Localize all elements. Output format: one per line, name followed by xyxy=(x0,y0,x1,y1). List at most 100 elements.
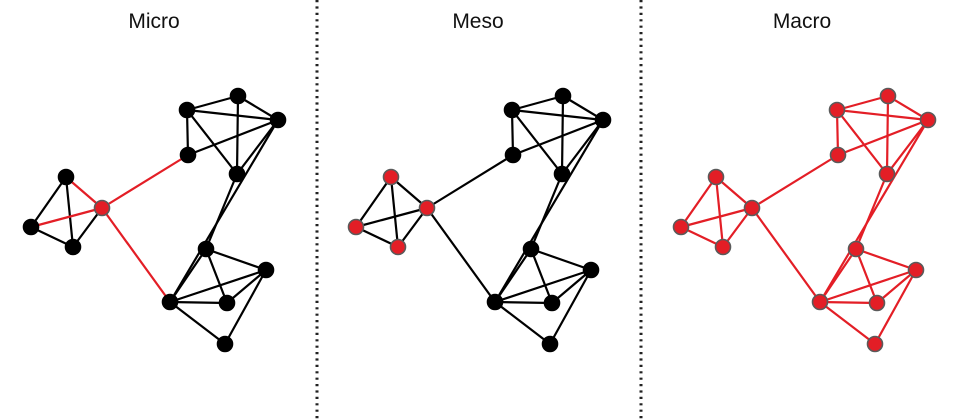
network-node xyxy=(541,335,559,353)
network-node-highlighted xyxy=(866,335,884,353)
network-edge xyxy=(836,118,930,157)
network-edge xyxy=(873,268,918,346)
network-edge xyxy=(510,94,565,112)
network-edge xyxy=(818,300,877,346)
network-edge xyxy=(204,247,268,272)
network-edge xyxy=(529,247,554,305)
network-node-highlighted xyxy=(879,87,897,105)
network-edge xyxy=(818,118,930,304)
network-node-highlighted xyxy=(93,199,111,217)
network-node xyxy=(178,101,196,119)
network-edge xyxy=(204,172,239,251)
network-node xyxy=(161,293,179,311)
network-edge xyxy=(168,118,280,304)
network-node xyxy=(228,165,246,183)
network-node xyxy=(554,87,572,105)
network-edge xyxy=(510,108,564,176)
network-node xyxy=(218,294,236,312)
network-edge xyxy=(185,108,280,122)
network-node-highlighted xyxy=(389,238,407,256)
network-node xyxy=(216,335,234,353)
network-edge xyxy=(168,300,229,305)
network-node xyxy=(594,111,612,129)
network-edge xyxy=(425,206,497,304)
network-edge xyxy=(875,268,918,305)
network-node-highlighted xyxy=(418,199,436,217)
network-node xyxy=(257,261,275,279)
network-edge xyxy=(750,206,822,304)
network-node xyxy=(504,146,522,164)
network-edge xyxy=(425,153,515,210)
network-node xyxy=(543,294,561,312)
network-panel-macro xyxy=(672,87,937,353)
network-node-highlighted xyxy=(829,146,847,164)
network-edge xyxy=(835,108,930,122)
network-node xyxy=(269,111,287,129)
panel-title-micro: Micro xyxy=(128,10,179,33)
network-node-highlighted xyxy=(743,199,761,217)
network-edge xyxy=(186,118,280,157)
network-node-highlighted xyxy=(672,218,690,236)
network-edge xyxy=(493,118,605,304)
network-edge xyxy=(493,300,552,346)
panel-title-meso: Meso xyxy=(452,10,503,33)
network-edge xyxy=(854,172,889,251)
network-edge xyxy=(389,175,400,249)
network-node xyxy=(64,238,82,256)
panel-title-macro: Macro xyxy=(773,10,831,33)
network-edge xyxy=(493,300,554,305)
network-edge xyxy=(679,175,718,229)
network-edge xyxy=(548,268,593,346)
network-node-highlighted xyxy=(847,240,865,258)
network-edge xyxy=(854,247,918,272)
network-edge xyxy=(64,175,75,249)
network-node-highlighted xyxy=(811,293,829,311)
network-edge xyxy=(529,247,593,272)
network-edge xyxy=(223,268,268,346)
network-node xyxy=(179,146,197,164)
network-edge xyxy=(493,268,593,304)
network-node-highlighted xyxy=(878,165,896,183)
network-edge xyxy=(29,175,68,229)
network-edge xyxy=(225,268,268,305)
network-node-highlighted xyxy=(714,238,732,256)
network-node-highlighted xyxy=(828,101,846,119)
network-edge xyxy=(100,206,172,304)
network-node xyxy=(582,261,600,279)
network-node xyxy=(22,218,40,236)
network-edge xyxy=(835,108,889,176)
network-edge xyxy=(818,268,918,304)
network-edge xyxy=(679,206,754,229)
network-edge xyxy=(185,108,239,176)
network-edge xyxy=(560,118,605,176)
network-node-highlighted xyxy=(347,218,365,236)
network-node xyxy=(229,87,247,105)
network-edge xyxy=(168,268,268,304)
network-edge xyxy=(235,118,280,176)
network-edge xyxy=(550,268,593,305)
network-panel-meso xyxy=(347,87,612,353)
network-edge xyxy=(204,247,229,305)
network-edge xyxy=(854,247,879,305)
network-node-highlighted xyxy=(919,111,937,129)
network-node-highlighted xyxy=(382,168,400,186)
network-edge xyxy=(750,153,840,210)
network-edge xyxy=(29,206,104,229)
network-edge xyxy=(510,108,605,122)
network-node xyxy=(57,168,75,186)
network-node-highlighted xyxy=(707,168,725,186)
network-edge xyxy=(511,118,605,157)
network-node-highlighted xyxy=(907,261,925,279)
network-panel-micro xyxy=(22,87,287,353)
network-edge xyxy=(168,300,227,346)
network-edge xyxy=(835,94,890,112)
network-edge xyxy=(529,172,564,251)
network-node-highlighted xyxy=(868,294,886,312)
network-edge xyxy=(714,175,725,249)
network-edge xyxy=(818,300,879,305)
network-node xyxy=(197,240,215,258)
network-edge xyxy=(354,175,393,229)
network-edge xyxy=(100,153,190,210)
network-node xyxy=(522,240,540,258)
